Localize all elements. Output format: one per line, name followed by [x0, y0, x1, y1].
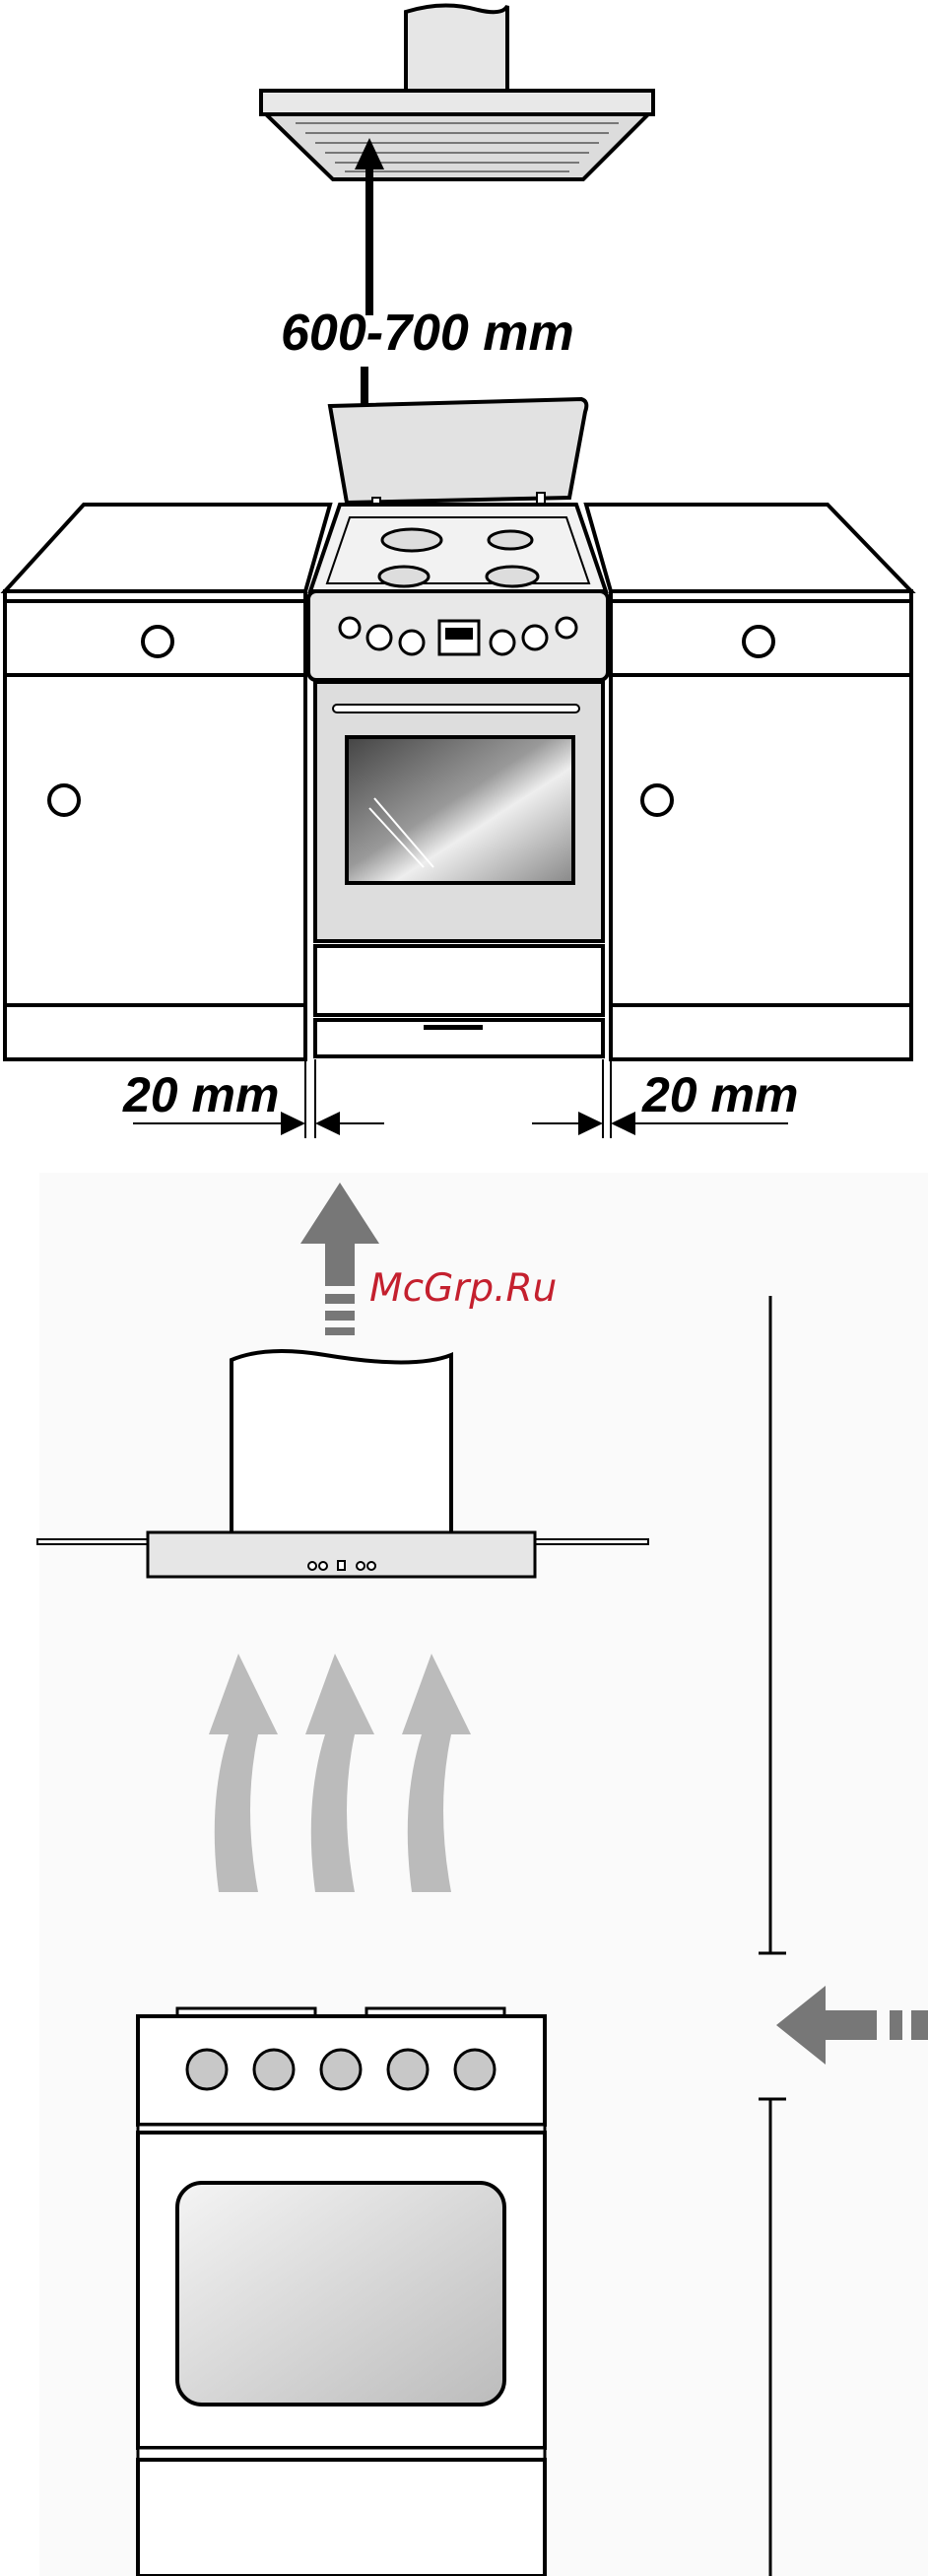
oven-window — [177, 2183, 504, 2405]
hood-clearance-label: 600-700 mm — [281, 304, 574, 363]
cooker-lid — [330, 399, 586, 503]
ventilation-diagram — [0, 1143, 928, 2576]
range-hood — [261, 91, 653, 179]
oven-window — [347, 737, 573, 883]
hood-chimney — [406, 5, 507, 94]
right-cabinet — [586, 505, 911, 1059]
heat-rising-icon — [209, 1654, 471, 1892]
installation-diagram — [0, 0, 928, 1143]
cooker — [308, 505, 608, 1056]
left-cabinet — [5, 505, 330, 1059]
watermark-text: McGrp.Ru — [369, 1266, 557, 1311]
gap-guide-lines — [305, 1059, 611, 1138]
cooker-bottom — [138, 2008, 545, 2576]
right-gap-label: 20 mm — [642, 1066, 798, 1123]
left-gap-label: 20 mm — [123, 1066, 279, 1123]
